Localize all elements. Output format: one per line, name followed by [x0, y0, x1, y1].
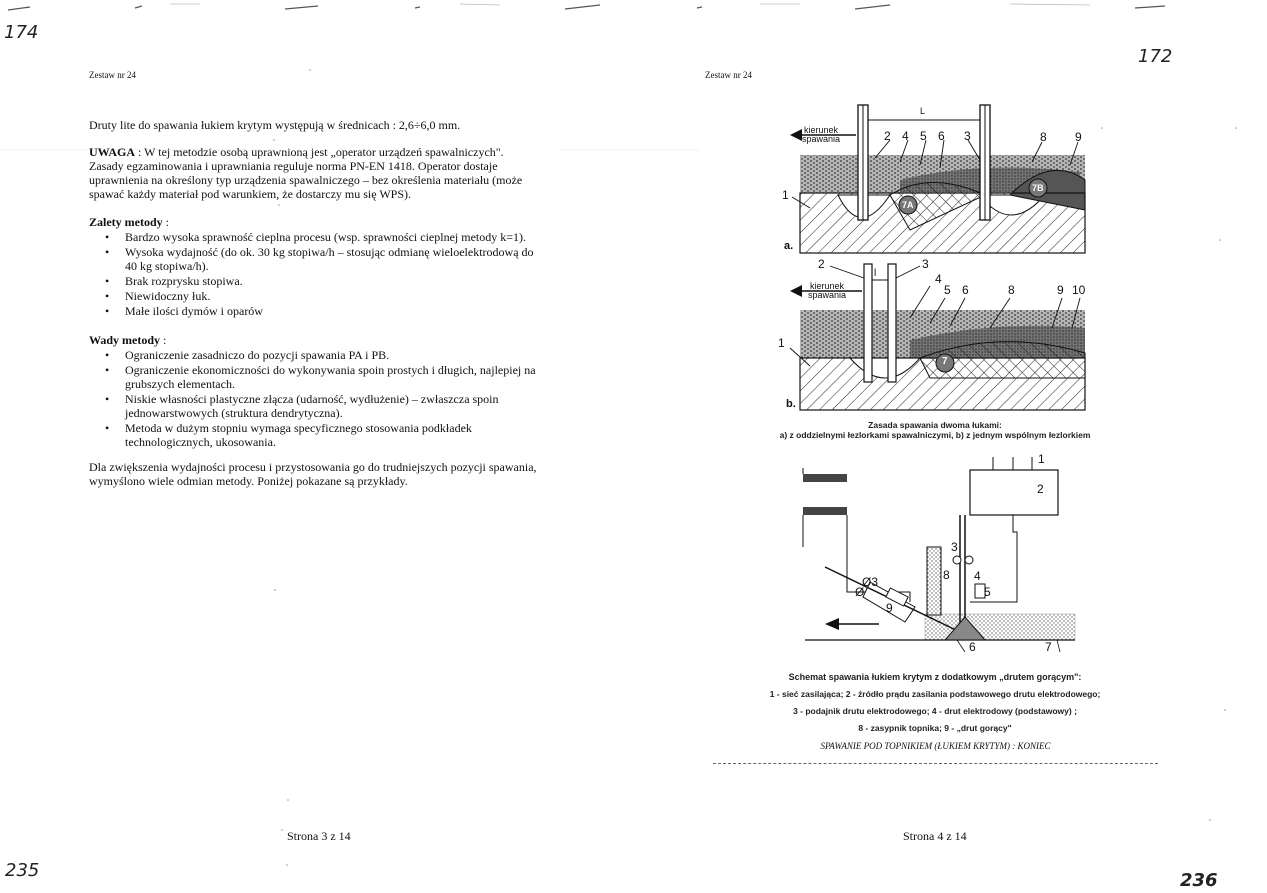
list-item: Wysoka wydajność (do ok. 30 kg stopiwa/h… [89, 245, 544, 273]
right-page-footer: Strona 4 z 14 [903, 829, 967, 843]
hot-wire-caption: Schemat spawania łukiem krytym z dodatko… [730, 669, 1140, 737]
left-page-header: Zestaw nr 24 [89, 70, 136, 80]
caption-line: Schemat spawania łukiem krytym z dodatko… [788, 672, 1082, 682]
note-line: Zasady egzaminowania i uprawniania regul… [89, 159, 498, 173]
fig2-panel-label: b. [786, 398, 796, 410]
fig2-number: 3 [922, 257, 929, 271]
note-line: uprawnienia na określony typ urządzenia … [89, 173, 523, 187]
figure-two-arcs-separate-holders [790, 104, 1086, 254]
figure-two-arcs-common-holder [789, 263, 1086, 411]
intro-paragraph: Druty lite do spawania łukiem krytym wys… [89, 118, 461, 132]
fig2-length-label: l [874, 268, 877, 279]
section-end-note: SPAWANIE POD TOPNIKIEM (ŁUKIEM KRYTYM) :… [820, 741, 1051, 751]
fig1-circle-label: 7A [902, 200, 914, 210]
handwritten-number-bottom-left: 235 [5, 860, 40, 881]
fig1-direction-label: kierunek spawania [802, 126, 840, 144]
advantages-list: Bardzo wysoka sprawność cieplna procesu … [89, 230, 544, 318]
list-item: Bardzo wysoka sprawność cieplna procesu … [89, 230, 544, 244]
figure-two-arcs-caption: Zasada spawania dwoma łukami: a) z oddzi… [730, 420, 1140, 440]
caption-line: Zasada spawania dwoma łukami: [868, 420, 1002, 430]
fig1-length-label: L [920, 106, 926, 116]
fig1-side-label: 1 [782, 188, 789, 202]
fig1-number: 3 [964, 129, 971, 143]
schematic-label: 1 [1038, 452, 1045, 466]
fig2-circle-label: 7 [942, 356, 948, 367]
fig1-circle-label: 7B [1032, 183, 1044, 193]
note-label: UWAGA [89, 145, 136, 159]
closing-line: Dla zwiększenia wydajności procesu i prz… [89, 460, 537, 474]
fig2-direction-word1: kierunek [810, 281, 845, 291]
disadvantages-list: Ograniczenie zasadniczo do pozycji spawa… [89, 348, 539, 449]
fig2-direction-label: kierunek spawania [808, 282, 846, 300]
fig1-number: 4 [902, 129, 909, 143]
schematic-label: 8 [943, 568, 950, 582]
advantages-title: Zalety metody [89, 215, 163, 229]
fig1-number: 6 [938, 129, 945, 143]
note-line: spawać każdy materiał pod warunkiem, że … [89, 187, 412, 201]
fig2-number: 8 [1008, 283, 1015, 297]
list-item: Niewidoczny łuk. [89, 289, 544, 303]
caption-line: a) z oddzielnymi łezlorkami spawalniczym… [779, 430, 1091, 440]
fig1-number: 8 [1040, 130, 1047, 144]
left-page-footer: Strona 3 z 14 [287, 829, 351, 843]
caption-line: 8 - zasypnik topnika; 9 - „drut gorący" [858, 723, 1012, 733]
list-item: Brak rozprysku stopiwa. [89, 274, 544, 288]
note-paragraph: UWAGA : W tej metodzie osobą uprawnioną … [89, 145, 549, 201]
fig2-side-label: 1 [778, 336, 785, 350]
handwritten-number-top-right: 172 [1138, 46, 1173, 67]
schematic-label: 3 [951, 540, 958, 554]
right-page-header: Zestaw nr 24 [705, 70, 752, 80]
disadvantages-section: Wady metody : Ograniczenie zasadniczo do… [89, 333, 549, 450]
advantages-colon: : [162, 215, 169, 229]
fig1-number: 5 [920, 129, 927, 143]
schematic-label: 7 [1045, 640, 1052, 654]
handwritten-number-bottom-right: 236 [1180, 870, 1218, 891]
list-item: Małe ilości dymów i oparów [89, 304, 544, 318]
fig1-direction-word2: spawania [802, 134, 841, 144]
schematic-label: 9 [886, 601, 893, 615]
fig1-direction-word1: kierunek [804, 125, 839, 135]
fig2-number: 2 [818, 257, 825, 271]
list-item: Ograniczenie zasadniczo do pozycji spawa… [89, 348, 539, 362]
caption-line: 1 - sieć zasilająca; 2 - źródło prądu za… [769, 689, 1101, 699]
fig1-panel-label: a. [784, 240, 794, 252]
list-item: Ograniczenie ekonomiczności do wykonywan… [89, 363, 539, 391]
fig2-number: 6 [962, 283, 969, 297]
schematic-label: 4 [974, 569, 981, 583]
schematic-label: 2 [1037, 482, 1044, 496]
section-divider [713, 763, 1158, 764]
fig1-number: 2 [884, 129, 891, 143]
closing-paragraph: Dla zwiększenia wydajności procesu i prz… [89, 460, 549, 488]
fig2-number: 9 [1057, 283, 1064, 297]
fig2-number: 5 [944, 283, 951, 297]
closing-line: wymyślono wiele odmian metody. Poniżej p… [89, 474, 408, 488]
fig2-direction-word2: spawania [808, 290, 847, 300]
hot-wire-schematic [802, 457, 1076, 652]
handwritten-number-top-left: 174 [4, 22, 39, 43]
note-line: : W tej metodzie osobą uprawnioną jest „… [135, 145, 504, 159]
schematic-label: 6 [969, 640, 976, 654]
caption-line: 3 - podajnik drutu elektrodowego; 4 - dr… [793, 706, 1077, 716]
disadvantages-title: Wady metody [89, 333, 161, 347]
schematic-label: Ø [855, 585, 865, 599]
disadvantages-colon: : [160, 333, 167, 347]
fig2-number: 4 [935, 272, 942, 286]
schematic-label: Ø3 [862, 575, 879, 589]
list-item: Niskie własności plastyczne złącza (udar… [89, 392, 539, 420]
advantages-section: Zalety metody : Bardzo wysoka sprawność … [89, 215, 549, 319]
fig2-number: 10 [1072, 283, 1086, 297]
fig1-number: 9 [1075, 130, 1082, 144]
schematic-label: 5 [984, 585, 991, 599]
list-item: Metoda w dużym stopniu wymaga specyficzn… [89, 421, 539, 449]
